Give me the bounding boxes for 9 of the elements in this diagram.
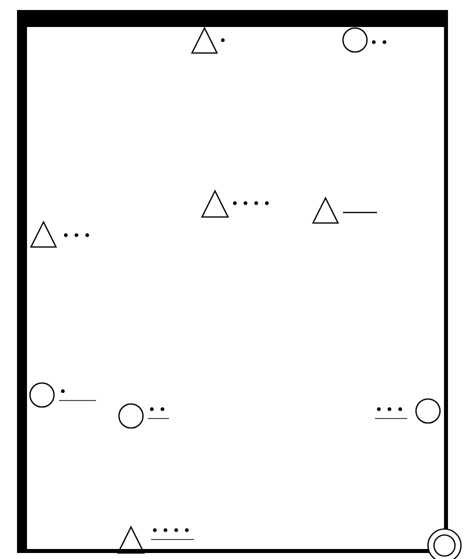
underlined-dot-mark: • (59, 386, 96, 401)
underlined-dot-mark: •• (148, 404, 170, 419)
dot-mark: ••• (62, 230, 94, 244)
dot-mark: •••• (231, 198, 274, 212)
dot-mark: • (219, 35, 230, 49)
underlined-dot-mark: ••• (375, 404, 408, 419)
dot-mark: •• (370, 37, 392, 51)
underlined-dot-mark: •••• (151, 525, 194, 540)
room-outline (17, 10, 448, 553)
